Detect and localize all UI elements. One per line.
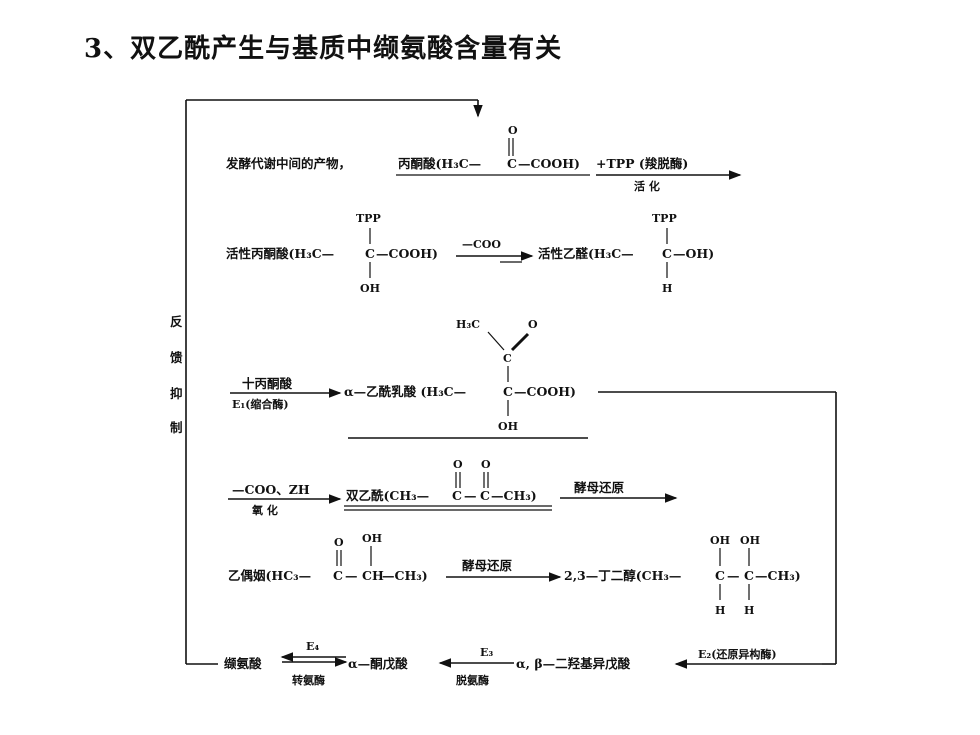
row6-e4: E₄: [306, 640, 319, 653]
feedback-char-3: 抑: [170, 386, 183, 401]
row4-next-condition: 酵母还原: [574, 480, 625, 495]
row2-tpp-right: TPP: [652, 212, 677, 225]
row2-left-tail: —COOH): [376, 246, 438, 261]
row5-product-h-1: H: [715, 604, 725, 617]
row-active-pyruvate: TPP 活性丙酮酸(H₃C— C —COOH) OH —COO 活性乙醛(H₃C…: [226, 212, 714, 295]
row4-cond-top: —COO、ZH: [232, 482, 310, 497]
row-valine-pathway: 缬氨酸 E₄ 转氨酶 α—酮戊酸 E₃ 脱氨酶 α, β—二羟基异戊酸 E₂(还…: [224, 640, 822, 687]
row5-product-mid: —: [727, 568, 740, 583]
row3-carbon-top: C: [503, 352, 512, 365]
row4-carbon-2: C: [480, 488, 490, 503]
row5-oh: OH: [362, 532, 382, 545]
feedback-loop-lines: [185, 99, 837, 665]
row1-oxygen: O: [508, 124, 518, 137]
row1-reagent: +TPP (羧脱酶): [596, 156, 688, 171]
row2-right-name: 活性乙醛(H₃C—: [538, 246, 634, 261]
row3-oh: OH: [498, 420, 518, 433]
row4-cond-bottom: 氧 化: [251, 503, 278, 517]
row6-e2: E₂(还原异构酶): [698, 647, 777, 661]
row-acetolactate: H₃C O C 十丙酮酸 E₁(缩合酶) α—乙酰乳酸 (H₃C— C —COO…: [230, 318, 588, 439]
row-acetoin: O OH 乙偶姻(HC₃— C — CH —CH₃) 酵母还原 2,3—丁二醇(…: [228, 532, 801, 617]
row2-left-name: 活性丙酮酸(H₃C—: [226, 246, 334, 261]
row5-tail: —CH₃): [382, 568, 428, 583]
row2-h-right: H: [662, 282, 672, 295]
row-pyruvate: 发酵代谢中间的产物， 丙酮酸(H₃C— C —COOH) O +TPP (羧脱酶…: [225, 124, 742, 193]
row4-name: 双乙酰(CH₃—: [345, 488, 429, 503]
row5-mid: —: [345, 568, 358, 583]
row5-product-carbon-2: C: [744, 568, 754, 583]
row3-reagent-bottom: E₁(缩合酶): [232, 397, 289, 411]
row5-ch: CH: [362, 568, 384, 583]
row4-oxygen-2: O: [481, 458, 491, 471]
row5-product-h-2: H: [744, 604, 754, 617]
row3-h3c: H₃C: [456, 318, 480, 331]
row-diacetyl: O O —COO、ZH 氧 化 双乙酰(CH₃— C — C —CH₃) 酵母还…: [228, 458, 678, 517]
feedback-char-4: 制: [170, 420, 183, 435]
row5-product: 2,3—丁二醇(CH₃—: [564, 568, 681, 583]
row5-condition: 酵母还原: [462, 558, 513, 573]
row6-e4-name: 转氨酶: [292, 673, 325, 687]
row5-product-tail: —CH₃): [755, 568, 801, 583]
row1-prefix: 发酵代谢中间的产物，: [225, 156, 351, 171]
row5-carbon: C: [333, 568, 343, 583]
row1-tail: —COOH): [518, 156, 580, 171]
row2-carbon-right: C: [662, 246, 672, 261]
row4-oxygen-1: O: [453, 458, 463, 471]
row5-oxygen: O: [334, 536, 344, 549]
row6-valine: 缬氨酸: [224, 656, 262, 671]
row2-decarboxylation: —COO: [462, 238, 501, 251]
row4-tail: —CH₃): [491, 488, 537, 503]
row6-e3-name: 脱氨酶: [456, 673, 489, 687]
feedback-char-2: 馈: [170, 350, 183, 365]
page-title: 3、双乙酰产生与基质中缬氨酸含量有关: [84, 34, 563, 64]
row2-tpp-left: TPP: [356, 212, 381, 225]
row2-carbon-left: C: [365, 246, 375, 261]
row1-carbon: C: [507, 156, 517, 171]
row3-oxygen: O: [528, 318, 538, 331]
row5-product-oh-2: OH: [740, 534, 760, 547]
row5-name: 乙偶姻(HC₃—: [228, 568, 311, 583]
row3-carbon: C: [503, 384, 513, 399]
row4-mid: —: [464, 488, 477, 503]
feedback-char-1: 反: [170, 314, 183, 329]
row5-product-carbon-1: C: [715, 568, 725, 583]
row2-right-tail: —OH): [673, 246, 714, 261]
row3-tail: —COOH): [514, 384, 576, 399]
row1-compound: 丙酮酸(H₃C—: [398, 156, 481, 171]
row3-reagent-top: 十丙酮酸: [242, 376, 293, 391]
row3-name: α—乙酰乳酸 (H₃C—: [344, 384, 466, 399]
row1-condition: 活 化: [634, 179, 660, 193]
row4-carbon-1: C: [452, 488, 462, 503]
row6-e3: E₃: [480, 646, 493, 659]
row2-oh-left: OH: [360, 282, 380, 295]
row6-keto-acid: α—酮戊酸: [348, 656, 408, 671]
row5-product-oh-1: OH: [710, 534, 730, 547]
row6-diol-acid: α, β—二羟基异戊酸: [516, 656, 631, 671]
